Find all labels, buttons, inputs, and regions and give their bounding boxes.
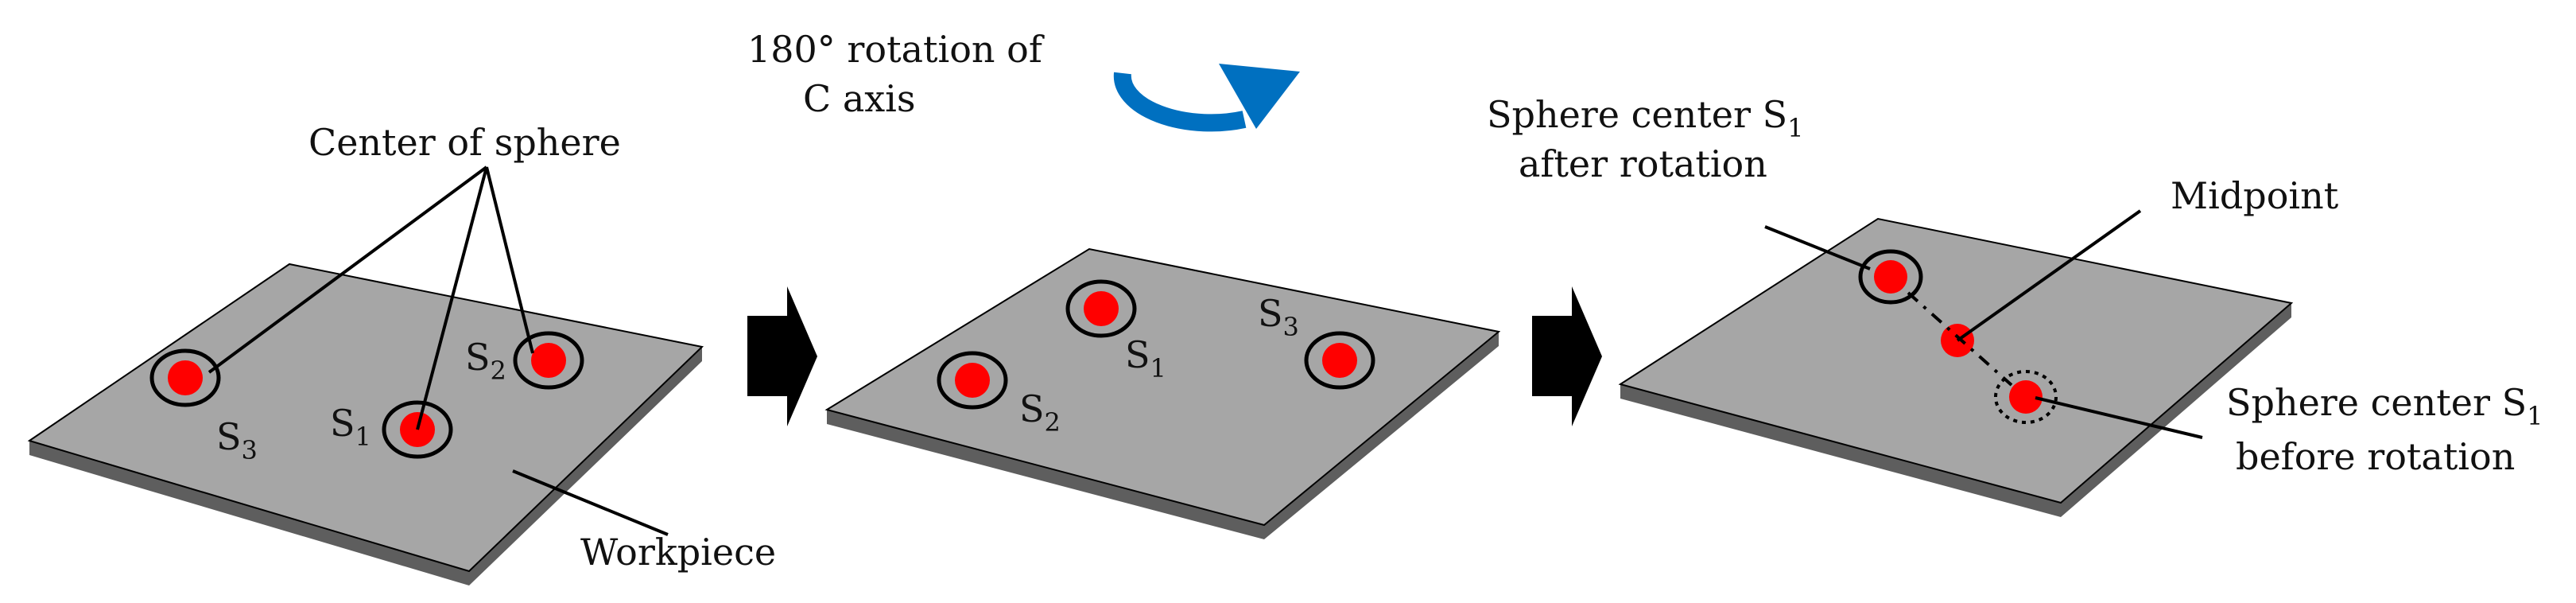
sphere-s3 bbox=[1304, 331, 1375, 390]
plate-top bbox=[1618, 217, 2294, 504]
s1-label: S1 bbox=[1125, 333, 1166, 383]
plate-top bbox=[824, 247, 1501, 527]
sphere-ring-dotted bbox=[1994, 370, 2058, 424]
plate-top bbox=[27, 263, 704, 573]
panel-3: Sphere center S1 after rotation Midpoint… bbox=[1487, 93, 2543, 517]
rotation-label-line1: 180° rotation of bbox=[747, 28, 1045, 71]
sphere-s2 bbox=[937, 351, 1008, 410]
center-dot bbox=[2009, 380, 2043, 414]
before-rotation-label-line2: before rotation bbox=[2236, 435, 2515, 478]
workpiece-plate-3 bbox=[1618, 217, 2294, 517]
leader-line bbox=[416, 166, 488, 430]
plate-side bbox=[1264, 332, 1499, 539]
center-dot bbox=[168, 360, 203, 395]
panel-2: S1 S2 S3 180° rotation of C axis bbox=[747, 28, 1501, 539]
center-dot bbox=[955, 363, 990, 398]
plate-side bbox=[29, 441, 469, 585]
center-of-sphere-label: Center of sphere bbox=[308, 121, 621, 164]
s3-label: S3 bbox=[1258, 292, 1299, 342]
after-rotation-label-line1: Sphere center S1 bbox=[1487, 93, 1803, 143]
sphere-s2 bbox=[513, 331, 584, 390]
plate-side bbox=[1620, 384, 2061, 517]
workpiece-label: Workpiece bbox=[580, 531, 776, 574]
leader-line bbox=[1764, 225, 1871, 270]
sphere-s3 bbox=[149, 348, 221, 407]
center-dot bbox=[531, 343, 566, 378]
sphere-s1-before bbox=[1994, 370, 2058, 424]
rotation-arc bbox=[1113, 72, 1247, 132]
leader-line bbox=[1956, 209, 2142, 342]
circular-arrow-icon bbox=[1113, 64, 1300, 132]
plate-side bbox=[2061, 303, 2291, 517]
sphere-s1-after bbox=[1858, 249, 1923, 305]
leader-line bbox=[208, 165, 488, 374]
center-dot bbox=[1874, 260, 1907, 294]
center-dot bbox=[1322, 343, 1357, 378]
workpiece-plate-2 bbox=[824, 247, 1501, 539]
plate-side bbox=[827, 410, 1264, 539]
s1-label: S1 bbox=[330, 402, 371, 452]
panel-3-leaders bbox=[1764, 209, 2203, 439]
midpoint-label: Midpoint bbox=[2171, 174, 2339, 217]
rotation-arrowhead bbox=[1219, 64, 1300, 129]
right-arrow-icon bbox=[1532, 286, 1602, 426]
s2-label: S2 bbox=[1019, 387, 1061, 438]
leader-line bbox=[512, 469, 669, 536]
plate-side bbox=[469, 347, 702, 585]
after-rotation-label-line2: after rotation bbox=[1519, 142, 1767, 185]
right-arrow-icon bbox=[747, 286, 817, 426]
rotation-label-line2: C axis bbox=[803, 77, 916, 120]
s3-label: S3 bbox=[216, 415, 258, 465]
leader-line bbox=[485, 166, 534, 354]
panel-1: Center of sphere Workpiece S3 S1 S2 bbox=[27, 121, 776, 585]
center-of-sphere-leaders bbox=[208, 165, 669, 536]
sphere-s1 bbox=[1065, 279, 1137, 338]
leader-line bbox=[2035, 396, 2203, 439]
s2-label: S2 bbox=[465, 336, 506, 386]
before-rotation-label-line1: Sphere center S1 bbox=[2226, 381, 2543, 431]
center-dot bbox=[1084, 291, 1119, 326]
